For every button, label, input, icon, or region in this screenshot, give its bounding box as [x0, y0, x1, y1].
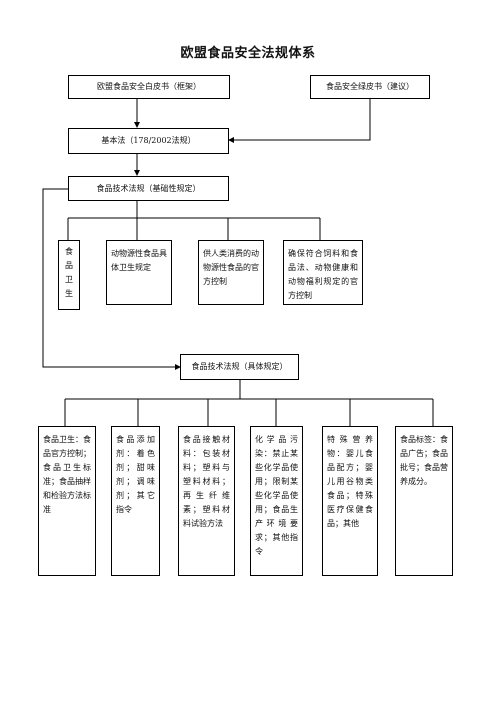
hygiene-char: 生	[65, 289, 73, 298]
leaf-special-nutrition: 特殊营养物：婴儿食品配方；婴儿用谷物类食品；特殊医疗保健食品；其他	[322, 426, 378, 576]
hygiene-general-box: 食 品 卫 生	[58, 240, 80, 310]
leaf-contact-materials: 食品接触材料：包装材料；塑料与塑料材料；再生纤维素；塑料材料试验方法	[178, 426, 235, 576]
white-paper-box: 欧盟食品安全白皮书（框架）	[68, 75, 230, 99]
basic-law-box: 基本法（178/2002法规）	[68, 128, 229, 154]
feed-law-box: 确保符合饲料和食品法、动物健康和动物福利规定的官方控制	[283, 240, 363, 305]
leaf-food-hygiene: 食品卫生：食品官方控制；食品卫生标准；食品抽样和检验方法标准	[38, 426, 96, 576]
hygiene-char: 食	[65, 247, 73, 256]
leaf-food-additives: 食品添加剂：着色剂；甜味剂；调味剂；其它指令	[111, 426, 160, 576]
animal-origin-box: 动物源性食品具体卫生规定	[106, 240, 172, 305]
page-title: 欧盟食品安全法规体系	[180, 46, 316, 61]
leaf-food-labeling: 食品标签：食品广告；食品批号；食品营养成分。	[395, 426, 453, 576]
official-control-box: 供人类消费的动物源性食品的官方控制	[198, 240, 264, 305]
green-paper-box: 食品安全绿皮书（建议）	[310, 75, 430, 99]
tech-basic-box: 食品技术法规（基础性规定）	[68, 176, 229, 201]
hygiene-char: 卫	[65, 275, 73, 284]
tech-specific-box: 食品技术法规（具体规定）	[180, 354, 299, 380]
hygiene-char: 品	[65, 261, 73, 270]
leaf-chemical-contaminants: 化学品污染：禁止某些化学品使用；限制某些化学品使用；食品生产环境要求；其他指令	[250, 426, 303, 576]
